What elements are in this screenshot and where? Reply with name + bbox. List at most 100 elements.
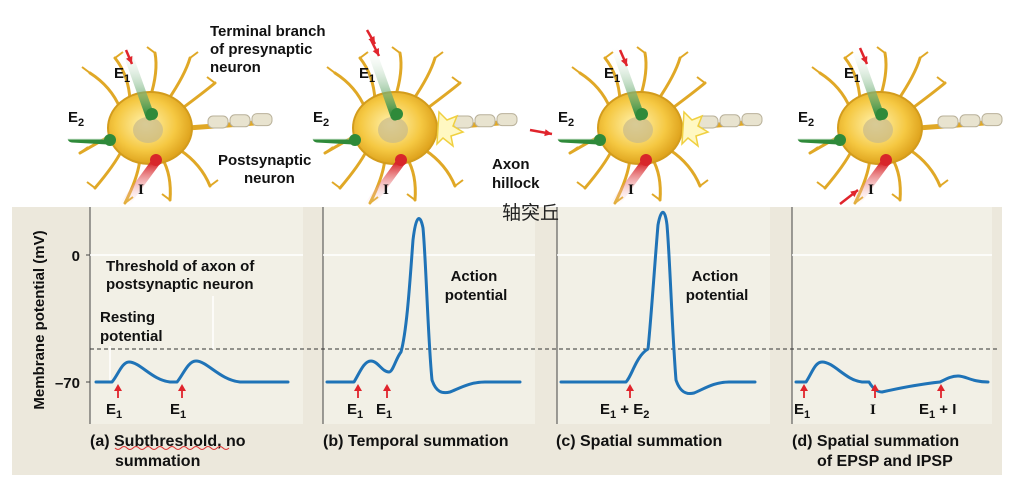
label-a-e1-2: E1	[170, 401, 186, 421]
arrow-d-e1-plus-i	[937, 384, 945, 398]
panel-b-action-label: Action potential	[445, 268, 508, 304]
presynaptic-e2-axon	[797, 133, 843, 145]
dendrite	[338, 148, 369, 190]
e2-terminal	[349, 134, 361, 146]
panel-c-action-label: Action potential	[686, 268, 749, 304]
presynaptic-e1-axon	[850, 41, 885, 121]
trace-b	[325, 217, 522, 395]
e2-label: E2	[313, 109, 329, 129]
i-label: I	[628, 182, 634, 198]
dendrite	[166, 56, 192, 102]
dendrite	[411, 56, 437, 102]
e1-terminal	[876, 108, 888, 120]
caption-c: (c) Spatial summation	[556, 433, 722, 450]
myelin-segment	[741, 113, 763, 127]
dendrite	[908, 81, 947, 112]
arrow-d-i	[871, 384, 879, 398]
trace-a	[94, 359, 290, 384]
e1-label: E1	[604, 65, 620, 85]
label-d-e1-plus-i: E1 + I	[919, 401, 956, 421]
label-b-e1-1: E1	[347, 401, 363, 421]
postsynaptic-neuron-label: Postsynaptic neuron	[218, 152, 316, 187]
stimulus-arrow-e1	[124, 49, 134, 65]
stimulus-arrow-e1-second	[369, 39, 381, 57]
i-terminal	[880, 154, 892, 166]
presynaptic-i-axon	[117, 158, 160, 213]
e1-terminal	[636, 108, 648, 120]
i-terminal	[150, 154, 162, 166]
panel-a-plot	[90, 207, 303, 424]
e1-terminal	[146, 108, 158, 120]
myelin-segment	[251, 113, 273, 127]
nucleus	[133, 117, 163, 143]
axon-hillock-chinese-label: 轴突丘	[502, 202, 559, 224]
label-c-e1-plus-e2: E1 + E2	[600, 401, 649, 421]
dendrite	[423, 81, 462, 112]
e2-label: E2	[68, 109, 84, 129]
label-a-e1-1: E1	[106, 401, 122, 421]
y-tick-minus70: –70	[55, 375, 80, 392]
arrow-a-e1-2	[178, 384, 186, 398]
myelin-segment	[496, 113, 518, 127]
myelin-segment	[474, 114, 496, 128]
threshold-label: Threshold of axon of postsynaptic neuron	[106, 258, 259, 293]
trace-d	[794, 360, 990, 394]
axon-hillock-spike	[681, 110, 710, 148]
e1-label: E1	[844, 65, 860, 85]
myelin-segment	[719, 114, 741, 128]
e2-terminal	[594, 134, 606, 146]
i-label: I	[383, 182, 389, 198]
stimulus-arrow-e2	[529, 128, 553, 137]
nucleus	[378, 117, 408, 143]
spellcheck-underline	[114, 446, 230, 450]
e2-terminal	[104, 134, 116, 146]
arrow-b-e1-2	[383, 384, 391, 398]
dendrite	[668, 148, 702, 188]
presynaptic-i-axon	[362, 158, 405, 213]
dendrite	[423, 148, 457, 188]
nucleus	[863, 117, 893, 143]
e1-label: E1	[114, 65, 130, 85]
dendrite	[823, 148, 854, 190]
e1-label: E1	[359, 65, 375, 85]
arrow-d-e1	[800, 384, 808, 398]
myelin-segment	[207, 115, 229, 129]
terminal-branch-label: Terminal branch of presynaptic neuron	[210, 23, 330, 76]
presynaptic-i-axon	[847, 158, 890, 213]
panel-d-plot	[792, 207, 992, 424]
myelin-segment	[959, 114, 981, 128]
presynaptic-e2-axon	[67, 133, 113, 145]
membrane-traces	[94, 210, 990, 396]
panel-c-plot	[557, 207, 770, 424]
myelin-segment	[229, 114, 251, 128]
dendrite	[668, 81, 707, 112]
stimulus-arrow-e1	[618, 49, 629, 67]
presynaptic-e1-axon	[365, 41, 400, 121]
presynaptic-e1-axon	[610, 41, 645, 121]
caption-a: (a) Subthreshold, no summation	[90, 433, 250, 470]
arrow-b-e1-1	[354, 384, 362, 398]
label-b-e1-2: E1	[376, 401, 392, 421]
e1-terminal	[391, 108, 403, 120]
dendrite	[178, 81, 217, 112]
axon-hillock-spike	[436, 110, 465, 148]
myelin-segment	[981, 113, 1003, 127]
dendrite	[178, 148, 212, 188]
y-ticks	[86, 254, 90, 383]
arrow-c-e1e2	[626, 384, 634, 398]
presynaptic-i-axon	[607, 158, 650, 213]
trace-c	[559, 210, 757, 396]
dendrite	[656, 56, 682, 102]
label-d-i: I	[870, 402, 876, 418]
presynaptic-e2-axon	[557, 133, 603, 145]
e2-label: E2	[558, 109, 574, 129]
i-label: I	[868, 182, 874, 198]
presynaptic-e2-axon	[312, 133, 358, 145]
